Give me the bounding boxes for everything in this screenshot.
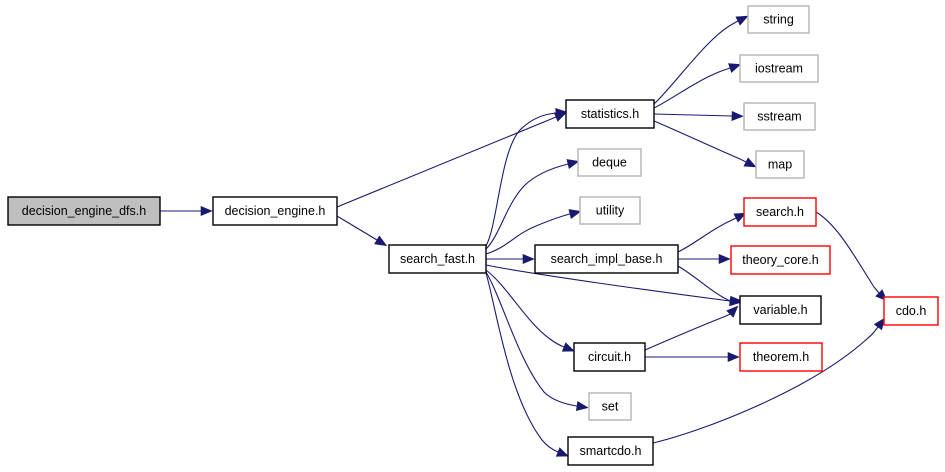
node-label: circuit.h: [588, 350, 631, 364]
graph-edge-arrowhead: [200, 205, 213, 217]
node-box[interactable]: [577, 148, 642, 177]
node-box[interactable]: [212, 196, 338, 226]
graph-node-map[interactable]: map: [755, 150, 805, 179]
graph-edge: [485, 112, 557, 247]
node-label: search_impl_base.h: [551, 252, 663, 266]
graph-edge-arrowhead: [566, 159, 580, 169]
graph-node-deque[interactable]: deque: [577, 148, 642, 177]
node-box[interactable]: [743, 102, 816, 131]
graph-edge-arrowhead: [374, 235, 388, 247]
node-box[interactable]: [7, 196, 161, 226]
graph-node-string[interactable]: string: [747, 5, 810, 34]
graph-node-decision_engine[interactable]: decision_engine.h: [212, 196, 338, 226]
graph-edge-arrowhead: [873, 317, 886, 331]
graph-edge: [815, 211, 880, 294]
graph-edge-arrowhead: [555, 107, 568, 119]
node-label: set: [602, 399, 619, 413]
graph-node-decision_engine_dfs[interactable]: decision_engine_dfs.h: [7, 196, 161, 226]
graph-edge-arrowhead: [743, 157, 757, 168]
node-label: smartcdo.h: [580, 444, 642, 458]
graph-node-sstream[interactable]: sstream: [743, 102, 816, 131]
graph-edge: [485, 264, 731, 302]
graph-node-set[interactable]: set: [588, 392, 632, 421]
graph-node-search_fast[interactable]: search_fast.h: [388, 244, 487, 274]
node-box[interactable]: [739, 342, 823, 372]
node-box[interactable]: [739, 295, 822, 325]
graph-node-variable[interactable]: variable.h: [739, 295, 822, 325]
graph-edge: [653, 67, 731, 109]
graph-edge-arrowhead: [730, 295, 743, 307]
graph-node-iostream[interactable]: iostream: [739, 54, 819, 83]
node-label: utility: [596, 203, 625, 217]
node-box[interactable]: [579, 196, 641, 225]
graph-edge: [485, 269, 565, 348]
node-label: iostream: [755, 61, 803, 75]
graph-edge: [653, 120, 747, 163]
node-label: search.h: [756, 205, 804, 219]
graph-node-smartcdo[interactable]: smartcdo.h: [567, 436, 654, 466]
node-label: search_fast.h: [400, 252, 475, 266]
graph-node-theory_core[interactable]: theory_core.h: [730, 245, 831, 275]
graph-edge-arrowhead: [568, 209, 582, 219]
graph-edge-arrowhead: [728, 63, 742, 73]
node-box[interactable]: [743, 197, 817, 227]
graph-edge-arrowhead: [575, 400, 589, 411]
node-box[interactable]: [388, 244, 487, 274]
node-label: sstream: [757, 109, 801, 123]
graph-edge: [485, 163, 569, 250]
graph-edge: [677, 265, 732, 302]
graph-edge-arrowhead: [522, 253, 535, 265]
node-label: deque: [592, 155, 627, 169]
graph-edge: [336, 215, 378, 241]
node-label: decision_engine.h: [225, 204, 326, 218]
graph-node-circuit[interactable]: circuit.h: [573, 342, 646, 372]
node-box[interactable]: [747, 5, 810, 34]
graph-node-cdo[interactable]: cdo.h: [883, 296, 939, 326]
node-box[interactable]: [755, 150, 805, 179]
node-label: map: [768, 157, 792, 171]
graph-edge-arrowhead: [733, 212, 747, 223]
node-label: statistics.h: [581, 107, 639, 121]
node-box[interactable]: [730, 245, 831, 275]
graph-edge-arrowhead: [561, 342, 575, 352]
node-box[interactable]: [565, 99, 655, 129]
graph-node-search_impl_base[interactable]: search_impl_base.h: [534, 244, 679, 274]
graph-edge: [485, 271, 578, 407]
graph-edges-layer: [160, 15, 888, 457]
node-label: theorem.h: [753, 350, 809, 364]
graph-node-utility[interactable]: utility: [579, 196, 641, 225]
node-box[interactable]: [588, 392, 632, 421]
graph-edge: [485, 213, 571, 255]
node-box[interactable]: [883, 296, 939, 326]
node-box[interactable]: [567, 436, 654, 466]
graph-node-search[interactable]: search.h: [743, 197, 817, 227]
graph-edge: [652, 326, 879, 444]
node-box[interactable]: [573, 342, 646, 372]
graph-edge-arrowhead: [718, 253, 731, 265]
graph-edge: [653, 113, 733, 117]
node-label: decision_engine_dfs.h: [22, 204, 146, 218]
graph-edge: [653, 20, 739, 105]
graph-edge-arrowhead: [731, 110, 744, 122]
node-label: cdo.h: [896, 304, 927, 318]
graph-edge-arrowhead: [555, 447, 569, 457]
graph-edge-arrowhead: [726, 305, 739, 318]
graph-edge-arrowhead: [727, 351, 740, 363]
node-box[interactable]: [534, 244, 679, 274]
node-label: string: [763, 12, 794, 26]
graph-edge-arrowhead: [735, 15, 749, 26]
graph-edge: [485, 272, 559, 453]
node-label: variable.h: [753, 303, 807, 317]
graph-node-statistics[interactable]: statistics.h: [565, 99, 655, 129]
graph-edge: [336, 116, 557, 208]
node-label: theory_core.h: [742, 253, 818, 267]
graph-node-theorem[interactable]: theorem.h: [739, 342, 823, 372]
graph-edge: [644, 313, 731, 351]
graph-edge: [677, 217, 737, 253]
node-box[interactable]: [739, 54, 819, 83]
